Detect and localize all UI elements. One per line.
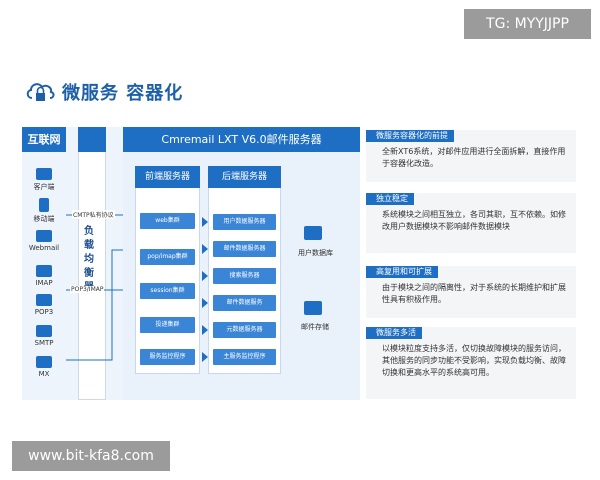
- frontend-module: pop/imap集群: [140, 249, 195, 265]
- envelope-icon: [36, 356, 52, 368]
- card-premise: 微服务容器化的前提 全新XT6系统，对邮件应用进行全面拆解，直接作用于容器化改造…: [366, 130, 576, 182]
- backend-module: 用户数据服务器: [213, 214, 276, 230]
- client-webmail: Webmail: [22, 230, 66, 252]
- mail-storage-label: 邮件存储: [301, 323, 329, 331]
- watermark-top: TG: MYYJJPP: [464, 9, 591, 39]
- folder-icon: [304, 301, 322, 315]
- user-db-label: 用户数据库: [298, 249, 333, 257]
- mail-icon: [36, 168, 52, 180]
- card-independent: 独立稳定 系统模块之间相互独立，各司其职，互不依赖。如修改用户数据模块不影响邮件…: [366, 193, 576, 253]
- internet-header: 互联网: [22, 127, 66, 152]
- cmtp-note: CMTP私有协议: [72, 210, 115, 219]
- client-mobile: 移动端: [22, 198, 66, 224]
- client-label: SMTP: [34, 339, 54, 347]
- frontend-module: 服务监控程序: [140, 349, 195, 365]
- client-desktop: 客户端: [22, 168, 66, 192]
- envelope-icon: [36, 265, 52, 277]
- arrow-right-icon: [202, 325, 208, 335]
- laptop-icon: [36, 230, 52, 242]
- arrow-right-icon: [202, 298, 208, 308]
- client-pop3: POP3: [22, 294, 66, 316]
- client-label: IMAP: [35, 279, 53, 287]
- card-title: 独立稳定: [366, 193, 414, 205]
- arrow-right-icon: [202, 352, 208, 362]
- client-smtp: SMTP: [22, 325, 66, 347]
- backend-module: 元数据服务器: [213, 322, 276, 338]
- client-label: POP3: [34, 308, 54, 316]
- card-title: 微服务容器化的前提: [366, 130, 454, 142]
- card-body: 以模块粒度支持多活，仅切换故障模块的服务访问，其他服务的同步功能不受影响，实现负…: [382, 344, 566, 377]
- load-balancer: [78, 127, 106, 400]
- arrow-right-icon: [202, 271, 208, 281]
- card-reuse: 高复用和可扩展 由于模块之间的隔离性，对于系统的长期维护和扩展性具有积极作用。: [366, 266, 576, 318]
- frontend-module: session集群: [140, 283, 195, 299]
- phone-icon: [39, 198, 49, 212]
- server-title: Cmremail LXT V6.0邮件服务器: [123, 127, 360, 152]
- watermark-bottom: www.bit-kfa8.com: [12, 441, 170, 471]
- client-mx: MX: [22, 356, 66, 378]
- cloud-lock-icon: [26, 83, 55, 101]
- card-body: 由于模块之间的隔离性，对于系统的长期维护和扩展性具有积极作用。: [382, 283, 566, 304]
- client-imap: IMAP: [22, 265, 66, 287]
- backend-module: 邮件数据服务器: [213, 241, 276, 257]
- database-monitor-icon: [304, 226, 322, 240]
- backend-module: 搜索服务器: [213, 268, 276, 284]
- client-label: 客户端: [33, 183, 55, 191]
- load-balancer-header: [78, 127, 106, 152]
- envelope-icon: [36, 325, 52, 337]
- envelope-icon: [36, 294, 52, 306]
- backend-module: 主服务监控程序: [213, 349, 276, 365]
- backend-module: 邮件数据服务: [213, 295, 276, 311]
- arrow-right-icon: [202, 244, 208, 254]
- card-title: 高复用和可扩展: [366, 266, 438, 278]
- arrow-right-icon: [202, 217, 208, 227]
- card-body: 系统模块之间相互独立，各司其职，互不依赖。如修改用户数据模块不影响邮件数据模块: [382, 210, 566, 231]
- frontend-module: 投递集群: [140, 317, 195, 333]
- page-title: 微服务 容器化: [62, 83, 184, 104]
- card-title: 微服务多活: [366, 327, 422, 339]
- card-body: 全新XT6系统，对邮件应用进行全面拆解，直接作用于容器化改造。: [382, 147, 566, 168]
- client-label: MX: [38, 370, 50, 378]
- frontend-module: web集群: [140, 213, 195, 229]
- frontend-box: [135, 166, 200, 374]
- frontend-header: 前端服务器: [135, 166, 200, 188]
- backend-header: 后端服务器: [208, 166, 281, 188]
- card-active: 微服务多活 以模块粒度支持多活，仅切换故障模块的服务访问，其他服务的同步功能不受…: [366, 327, 576, 399]
- client-label: 移动端: [33, 215, 55, 223]
- pop3-note: POP3/IMAP: [70, 286, 105, 293]
- client-label: Webmail: [28, 244, 60, 252]
